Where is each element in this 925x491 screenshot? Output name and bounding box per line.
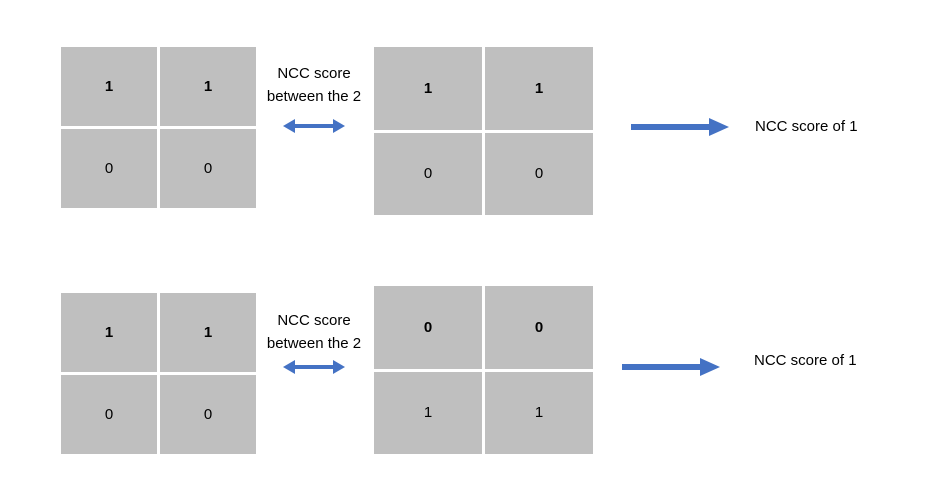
row2-double-arrow-icon [283,360,345,374]
row1-result-text: NCC score of 1 [755,118,858,135]
connector-label-line: NCC score [277,65,351,82]
matrix-cell: 1 [160,47,256,126]
row2-result-text: NCC score of 1 [754,352,857,369]
matrix-cell: 0 [160,129,256,208]
matrix-cell: 1 [374,371,482,454]
matrix-cell: 1 [485,371,593,454]
connector-label-line: between the 2 [266,88,362,105]
row2-right-matrix: 0 0 1 1 [374,286,593,454]
matrix-cell: 0 [374,132,482,215]
matrix-cell: 0 [61,129,157,208]
matrix-cell: 1 [485,47,593,130]
matrix-cell: 1 [61,293,157,372]
row1-double-arrow-icon [283,119,345,133]
matrix-cell: 0 [485,132,593,215]
matrix-cell: 0 [485,286,593,369]
row2-left-matrix: 1 1 0 0 [61,293,256,454]
matrix-cell: 1 [61,47,157,126]
matrix-cell: 1 [160,293,256,372]
row1-right-matrix: 1 1 0 0 [374,47,593,215]
matrix-cell: 0 [160,375,256,454]
connector-label-line: between the 2 [266,335,362,352]
row2-connector-label: NCC score between the 2 [258,309,370,355]
row1-right-arrow-icon [631,118,729,136]
row1-connector-label: NCC score between the 2 [258,62,370,108]
row1-left-matrix: 1 1 0 0 [61,47,256,208]
connector-label-line: NCC score [277,312,351,329]
matrix-cell: 0 [61,375,157,454]
matrix-cell: 0 [374,286,482,369]
matrix-cell: 1 [374,47,482,130]
row2-right-arrow-icon [622,358,720,376]
